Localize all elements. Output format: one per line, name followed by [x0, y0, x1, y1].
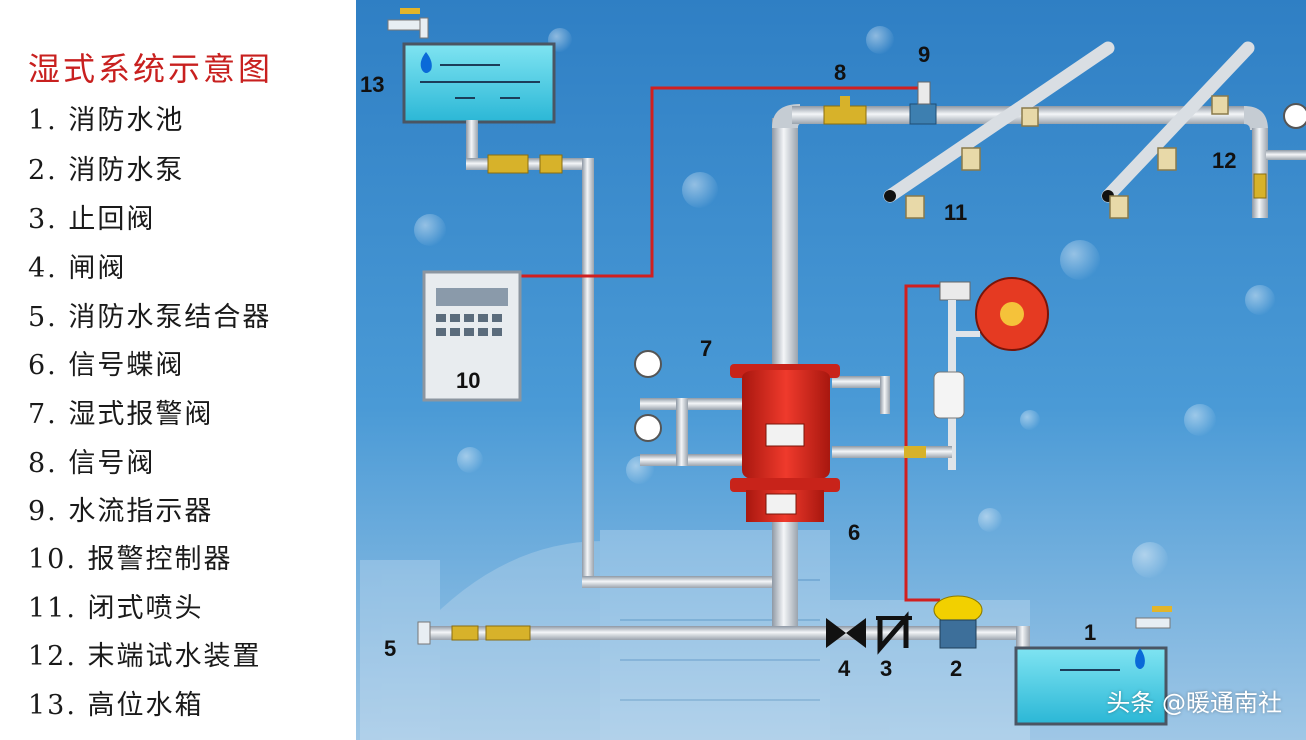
legend-item: 13. 高位水箱 [28, 690, 204, 721]
label-4: 4 [838, 656, 851, 681]
label-9: 9 [918, 42, 930, 67]
fire-pump [933, 595, 983, 649]
label-6: 6 [848, 520, 860, 545]
pump-adapter [417, 621, 531, 645]
water-flow-indicator [909, 81, 937, 125]
label-13: 13 [360, 72, 384, 97]
legend-item: 7. 湿式报警阀 [28, 399, 214, 430]
legend-item: 12. 末端试水装置 [28, 641, 262, 672]
sprinkler-heads [905, 95, 1229, 219]
legend-item: 9. 水流指示器 [28, 496, 214, 527]
label-3: 3 [880, 656, 892, 681]
watermark: 头条 @暖通南社 [1106, 689, 1282, 717]
droplet-texture [414, 26, 1275, 578]
legend-item: 4. 闸阀 [28, 253, 127, 284]
pressure-gauge-icon [634, 414, 662, 442]
label-11: 11 [944, 200, 967, 225]
signal-valve [823, 96, 867, 125]
elevated-water-tank [387, 8, 556, 124]
alarm-controller [422, 270, 522, 402]
legend-item: 2. 消防水泵 [28, 155, 185, 186]
wet-alarm-valve [634, 350, 952, 522]
water-drop-icon [420, 52, 432, 73]
legend-item: 1. 消防水池 [28, 105, 185, 136]
end-test-device [1253, 103, 1306, 199]
legend-item: 8. 信号阀 [28, 448, 156, 479]
label-8: 8 [834, 60, 846, 85]
check-valve [876, 611, 912, 655]
faucet-icon [1135, 617, 1171, 629]
system-diagram: 1 2 3 4 5 6 7 8 9 10 11 12 13 [356, 0, 1306, 740]
legend-panel: 湿式系统示意图 1. 消防水池 2. 消防水泵 3. 止回阀 4. 闸阀 5. … [0, 0, 356, 740]
alarm-bell [933, 277, 1049, 470]
label-2: 2 [950, 656, 962, 681]
legend-item: 5. 消防水泵结合器 [28, 302, 272, 333]
legend-item: 11. 闭式喷头 [28, 593, 204, 624]
legend-item: 6. 信号蝶阀 [28, 350, 185, 381]
label-7: 7 [700, 336, 712, 361]
label-12: 12 [1212, 148, 1236, 173]
legend-item: 3. 止回阀 [28, 204, 156, 235]
gate-valve [826, 618, 866, 648]
label-5: 5 [384, 636, 396, 661]
gauge-icon [1283, 103, 1306, 129]
label-10: 10 [456, 368, 480, 393]
diagram-title: 湿式系统示意图 [28, 50, 274, 88]
faucet-icon [387, 19, 423, 31]
label-1: 1 [1084, 620, 1096, 645]
legend-item: 10. 报警控制器 [28, 544, 233, 575]
pipe-couplings [487, 154, 563, 174]
water-drop-icon [1135, 648, 1145, 669]
fire-water-pool [1014, 606, 1172, 726]
pressure-gauge-icon [634, 350, 662, 378]
